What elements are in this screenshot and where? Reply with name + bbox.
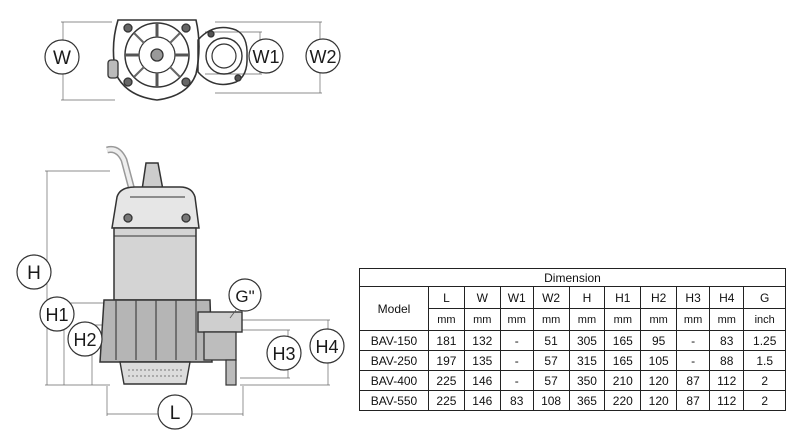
pump-top-view: [61, 19, 322, 101]
dimension-label-h3: H3: [266, 335, 302, 371]
column-header-g: G: [743, 286, 786, 309]
dimension-label-w: W: [44, 39, 80, 75]
value-cell: 305: [568, 330, 606, 351]
value-cell: 83: [709, 330, 745, 351]
value-cell: 2: [743, 370, 786, 391]
value-cell: 210: [604, 370, 642, 391]
value-cell: 88: [709, 350, 745, 371]
column-header-l: L: [428, 286, 465, 309]
value-cell: 365: [568, 390, 606, 411]
unit-cell: mm: [499, 308, 534, 331]
column-header-h1: H1: [604, 286, 642, 309]
value-cell: 165: [604, 350, 642, 371]
value-cell: 225: [428, 370, 465, 391]
value-cell: 57: [532, 370, 570, 391]
value-cell: 146: [463, 390, 501, 411]
value-cell: 146: [463, 370, 501, 391]
unit-cell: mm: [568, 308, 606, 331]
value-cell: 132: [463, 330, 501, 351]
column-header-h3: H3: [676, 286, 711, 309]
model-cell: BAV-550: [359, 390, 429, 411]
svg-text:H4: H4: [315, 337, 338, 357]
model-cell: BAV-400: [359, 370, 429, 391]
value-cell: 181: [428, 330, 465, 351]
dimension-label-l: L: [157, 394, 193, 430]
dimension-label-h4: H4: [309, 328, 345, 364]
unit-cell: mm: [676, 308, 711, 331]
value-cell: 315: [568, 350, 606, 371]
model-cell: BAV-150: [359, 330, 429, 351]
value-cell: 1.5: [743, 350, 786, 371]
dimension-label-w2: W2: [305, 38, 341, 74]
unit-cell: mm: [428, 308, 465, 331]
value-cell: 112: [709, 390, 745, 411]
value-cell: 87: [676, 370, 711, 391]
svg-text:H1: H1: [45, 305, 68, 325]
unit-cell: inch: [743, 308, 786, 331]
model-cell: BAV-250: [359, 350, 429, 371]
value-cell: 2: [743, 390, 786, 411]
svg-text:G": G": [235, 287, 254, 306]
model-header: Model: [359, 286, 429, 331]
value-cell: 57: [532, 350, 570, 371]
value-cell: 108: [532, 390, 570, 411]
svg-text:W2: W2: [310, 47, 337, 67]
column-header-h2: H2: [640, 286, 678, 309]
column-header-w: W: [463, 286, 501, 309]
value-cell: 350: [568, 370, 606, 391]
pump-side-view: [45, 146, 330, 416]
value-cell: 120: [640, 390, 678, 411]
value-cell: 1.25: [743, 330, 786, 351]
column-header-w2: W2: [532, 286, 570, 309]
value-cell: 197: [428, 350, 465, 371]
dimension-label-h: H: [16, 254, 52, 290]
value-cell: 220: [604, 390, 642, 411]
unit-cell: mm: [709, 308, 745, 331]
dimension-label-g: G": [228, 278, 262, 312]
value-cell: 95: [640, 330, 678, 351]
value-cell: -: [499, 370, 534, 391]
value-cell: -: [676, 350, 711, 371]
unit-cell: mm: [532, 308, 570, 331]
unit-cell: mm: [604, 308, 642, 331]
svg-text:H: H: [27, 263, 41, 284]
value-cell: 165: [604, 330, 642, 351]
unit-cell: mm: [463, 308, 501, 331]
value-cell: -: [499, 330, 534, 351]
table-title: Dimension: [359, 268, 786, 287]
value-cell: 120: [640, 370, 678, 391]
value-cell: 135: [463, 350, 501, 371]
unit-cell: mm: [640, 308, 678, 331]
value-cell: -: [499, 350, 534, 371]
value-cell: -: [676, 330, 711, 351]
dimension-label-w1: W1: [248, 38, 284, 74]
column-header-h4: H4: [709, 286, 745, 309]
svg-text:H3: H3: [272, 344, 295, 364]
value-cell: 105: [640, 350, 678, 371]
column-header-w1: W1: [499, 286, 534, 309]
value-cell: 87: [676, 390, 711, 411]
value-cell: 83: [499, 390, 534, 411]
svg-text:W1: W1: [253, 47, 280, 67]
value-cell: 225: [428, 390, 465, 411]
svg-text:L: L: [170, 403, 181, 424]
dimension-label-h1: H1: [39, 296, 75, 332]
svg-text:W: W: [53, 48, 71, 69]
dimension-label-h2: H2: [67, 321, 103, 357]
svg-text:H2: H2: [73, 330, 96, 350]
value-cell: 112: [709, 370, 745, 391]
value-cell: 51: [532, 330, 570, 351]
column-header-h: H: [568, 286, 606, 309]
